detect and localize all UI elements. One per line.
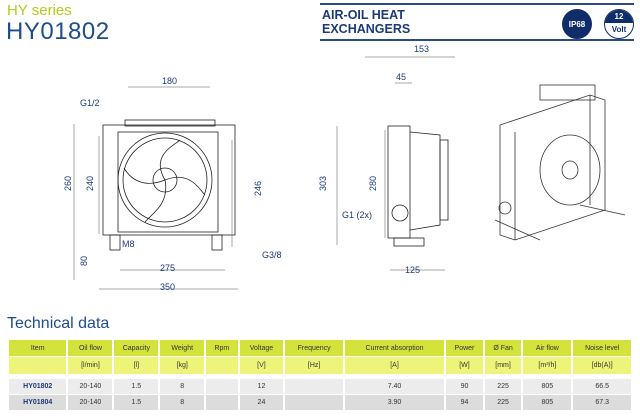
- col-current: Current absorption: [344, 340, 445, 356]
- side-view: [387, 125, 449, 247]
- unit-cell: [9, 357, 67, 374]
- dim-153: 153: [414, 44, 429, 54]
- dim-g12: G1/2: [80, 98, 100, 108]
- col-weight: Weight: [160, 340, 205, 356]
- unit-cell: [kg]: [160, 357, 205, 374]
- unit-cell: [A]: [344, 357, 445, 374]
- cell: 7.40: [344, 379, 445, 394]
- col-power: Power: [446, 340, 483, 356]
- col-oil-flow: Oil flow: [68, 340, 113, 356]
- cell-item: HY01802: [9, 379, 67, 394]
- col-noise: Noise level: [573, 340, 631, 356]
- technical-data-table: Item Oil flow Capacity Weight Rpm Voltag…: [7, 339, 633, 411]
- header-divider-top: [320, 3, 634, 5]
- series-label: HY series: [7, 2, 72, 19]
- unit-cell: [l/min]: [68, 357, 113, 374]
- cell: 1.5: [114, 395, 159, 410]
- unit-cell: [m³/h]: [523, 357, 572, 374]
- table-header-row: Item Oil flow Capacity Weight Rpm Voltag…: [9, 340, 631, 356]
- unit-cell: [mm]: [484, 357, 522, 374]
- dim-240: 240: [85, 176, 95, 191]
- cell: 3.90: [344, 395, 445, 410]
- table-spacer: [9, 375, 631, 378]
- unit-cell: [206, 357, 238, 374]
- table-units-row: [l/min][l][kg] [V][Hz][A][W][mm][m³/h][db…: [9, 357, 631, 374]
- cell: 66.5: [573, 379, 631, 394]
- cell: 12: [239, 379, 284, 394]
- header-divider-bottom: [320, 39, 634, 41]
- spacer-cell: [9, 375, 631, 378]
- cell: 8: [160, 379, 205, 394]
- dim-260: 260: [63, 176, 73, 191]
- unit-cell: [l]: [114, 357, 159, 374]
- cell: 24: [239, 395, 284, 410]
- isometric-view: [494, 84, 626, 241]
- cell: [285, 395, 343, 410]
- dim-246: 246: [253, 181, 263, 196]
- cell: 1.5: [114, 379, 159, 394]
- col-item: Item: [9, 340, 67, 356]
- cell: 225: [484, 395, 522, 410]
- col-air-flow: Air flow: [523, 340, 572, 356]
- dim-303: 303: [318, 176, 328, 191]
- col-frequency: Frequency: [285, 340, 343, 356]
- dim-g1-2x: G1 (2x): [342, 210, 372, 220]
- dim-350: 350: [160, 282, 175, 292]
- cell: 225: [484, 379, 522, 394]
- unit-cell: [W]: [446, 357, 483, 374]
- cell: 20-140: [68, 395, 113, 410]
- cell: 90: [446, 379, 483, 394]
- dim-m8: M8: [122, 239, 135, 249]
- front-dimension-lines: [73, 86, 238, 290]
- voltage-value: 12: [605, 10, 633, 23]
- dim-280: 280: [368, 176, 378, 191]
- dim-80: 80: [79, 256, 89, 266]
- section-title: Technical data: [7, 315, 110, 332]
- col-voltage: Voltage: [239, 340, 284, 356]
- front-view: [102, 119, 236, 251]
- ip68-badge: IP68: [562, 9, 592, 39]
- unit-cell: [db(A)]: [573, 357, 631, 374]
- unit-cell: [Hz]: [285, 357, 343, 374]
- cell: [206, 395, 238, 410]
- model-title: HY01802: [6, 18, 110, 45]
- dim-g38: G3/8: [262, 250, 282, 260]
- cell: [206, 379, 238, 394]
- cell: 805: [523, 379, 572, 394]
- voltage-unit: Volt: [611, 25, 627, 34]
- col-capacity: Capacity: [114, 340, 159, 356]
- cell: 8: [160, 395, 205, 410]
- cell: 94: [446, 395, 483, 410]
- cell: 20-140: [68, 379, 113, 394]
- dim-180: 180: [162, 76, 177, 86]
- dim-125: 125: [405, 265, 420, 275]
- dim-275: 275: [160, 263, 175, 273]
- unit-cell: [V]: [239, 357, 284, 374]
- technical-drawing: 180 G1/2 260 240 246 M8 80 275 350 G3/8 …: [63, 44, 626, 292]
- cell: 805: [523, 395, 572, 410]
- col-fan: Ø Fan: [484, 340, 522, 356]
- side-dimension-lines: [336, 56, 455, 271]
- product-title-line2: EXCHANGERS: [322, 22, 411, 36]
- cell: 67.3: [573, 395, 631, 410]
- cell-item: HY01804: [9, 395, 67, 410]
- cell: [285, 379, 343, 394]
- dim-45: 45: [396, 72, 406, 82]
- col-rpm: Rpm: [206, 340, 238, 356]
- product-title-line1: AIR-OIL HEAT: [322, 8, 405, 22]
